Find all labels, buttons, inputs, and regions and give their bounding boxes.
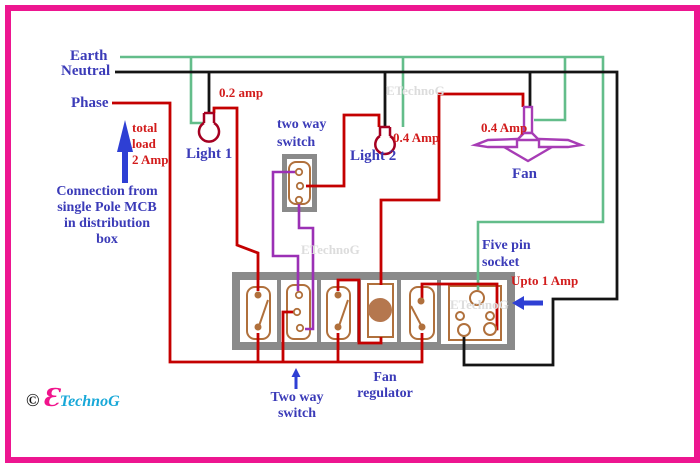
light1-bulb bbox=[197, 111, 221, 143]
light2-circuit bbox=[306, 113, 381, 188]
neutral-label: Neutral bbox=[61, 63, 111, 79]
total-load-note: total load 2 Amp bbox=[132, 120, 168, 168]
socket-hole-mid-right bbox=[485, 311, 495, 321]
top-switch-pin-2 bbox=[294, 195, 304, 205]
contact-pins bbox=[254, 167, 497, 337]
board-two-way-common-to-bus bbox=[281, 310, 295, 362]
phase-wires bbox=[112, 92, 525, 364]
earth-wires bbox=[120, 55, 605, 290]
switch3-pin-top bbox=[334, 291, 342, 299]
total-load-line1: total bbox=[132, 120, 158, 135]
five-pin-socket-label: Five pin socket bbox=[482, 238, 531, 271]
neutral-wire-main bbox=[115, 70, 619, 367]
two-way-switch-pointer-icon bbox=[291, 368, 301, 389]
fan-canopy bbox=[503, 145, 553, 163]
regulator-to-fan bbox=[379, 92, 525, 285]
switch3-lever bbox=[338, 299, 349, 327]
switch3-pin-bottom bbox=[334, 323, 342, 331]
neutral-wires bbox=[115, 70, 619, 367]
fan-label: Fan bbox=[512, 166, 538, 182]
switch5-pin-top bbox=[417, 297, 425, 305]
earth-wire-fan bbox=[534, 57, 567, 122]
light1-label: Light 1 bbox=[186, 146, 233, 162]
socket-earth-hole bbox=[469, 290, 485, 306]
watermark: ETechnoG bbox=[450, 297, 509, 312]
traveller-wires bbox=[271, 170, 315, 331]
top-switch-pin-1 bbox=[294, 167, 304, 177]
fan-regulator-knob bbox=[368, 298, 392, 322]
watermark: ETechnoG bbox=[301, 242, 360, 257]
top-two-way-line2: switch bbox=[277, 134, 316, 150]
socket-phase-hole bbox=[483, 322, 497, 336]
switch5-lever bbox=[410, 305, 422, 326]
board-two-way-pin-2 bbox=[295, 323, 305, 333]
switch3-to-regulator bbox=[336, 278, 383, 345]
bottom-two-way-line1: Two way bbox=[270, 390, 324, 405]
socket-rating-label: Upto 1 Amp bbox=[511, 273, 579, 288]
total-load-line2: load bbox=[132, 135, 156, 151]
bottom-two-way-line2: switch bbox=[277, 405, 317, 421]
mcb-note-line1: Connection from bbox=[56, 184, 158, 199]
total-load-line3: 2 Amp bbox=[132, 151, 169, 167]
mcb-connection-note: Connection from single Pole MCB in distr… bbox=[48, 184, 166, 248]
five-pin-line1: Five pin bbox=[482, 238, 531, 253]
light1-circuit bbox=[212, 106, 260, 291]
logo-text: TechnoG bbox=[59, 393, 120, 410]
top-two-way-line1: two way bbox=[277, 117, 327, 132]
mcb-note-line4: box bbox=[96, 232, 118, 248]
socket-hole-mid-left bbox=[455, 311, 465, 321]
earth-wire-main bbox=[120, 55, 605, 290]
fan-regulator-label: Fan regulator bbox=[352, 370, 418, 401]
mcb-note-line3: in distribution bbox=[64, 216, 150, 232]
earth-label: Earth bbox=[70, 48, 108, 64]
watermark: ETechnoG bbox=[386, 83, 445, 98]
bottom-two-way-switch-label: Two way switch bbox=[263, 390, 331, 421]
switch1-pin-top bbox=[254, 291, 262, 299]
fan-regulator-line2: regulator bbox=[357, 385, 413, 401]
phase-label: Phase bbox=[71, 95, 109, 111]
switch1-lever bbox=[258, 299, 269, 327]
earth-wire-light1 bbox=[189, 57, 204, 125]
logo-initial: Ɛ bbox=[42, 383, 60, 412]
light2-label: Light 2 bbox=[350, 148, 397, 164]
phase-bus bbox=[112, 101, 424, 364]
top-switch-pin-common bbox=[295, 181, 305, 191]
load-up-arrow-icon bbox=[117, 120, 133, 183]
etechnog-logo: © Ɛ TechnoG bbox=[26, 383, 120, 412]
ceiling-fan bbox=[470, 105, 586, 163]
board-two-way-pin-common bbox=[292, 307, 302, 317]
copyright-icon: © bbox=[26, 390, 40, 410]
traveller-wire-2 bbox=[297, 204, 315, 331]
fan-blade-right bbox=[537, 137, 586, 149]
fan-regulator-line1: Fan bbox=[373, 370, 397, 385]
light1-rating-label: 0.2 amp bbox=[219, 85, 264, 100]
socket-left-arrow-icon bbox=[512, 296, 543, 310]
light2-bulb bbox=[374, 125, 396, 156]
fan-rating-label: 0.4 Amp bbox=[481, 120, 528, 135]
socket-neutral-hole bbox=[457, 323, 471, 337]
five-pin-line2: socket bbox=[482, 254, 520, 270]
traveller-wire-1 bbox=[271, 170, 300, 291]
light2-rating-label: 0.4 Amp bbox=[393, 130, 440, 145]
switch5-pin-bottom bbox=[418, 323, 426, 331]
board-two-way-pin-1 bbox=[294, 290, 304, 300]
fan-blade-left bbox=[470, 137, 519, 149]
switch1-pin-bottom bbox=[254, 323, 262, 331]
mcb-note-line2: single Pole MCB bbox=[57, 200, 157, 216]
top-two-way-switch-label: two way switch bbox=[277, 116, 326, 151]
